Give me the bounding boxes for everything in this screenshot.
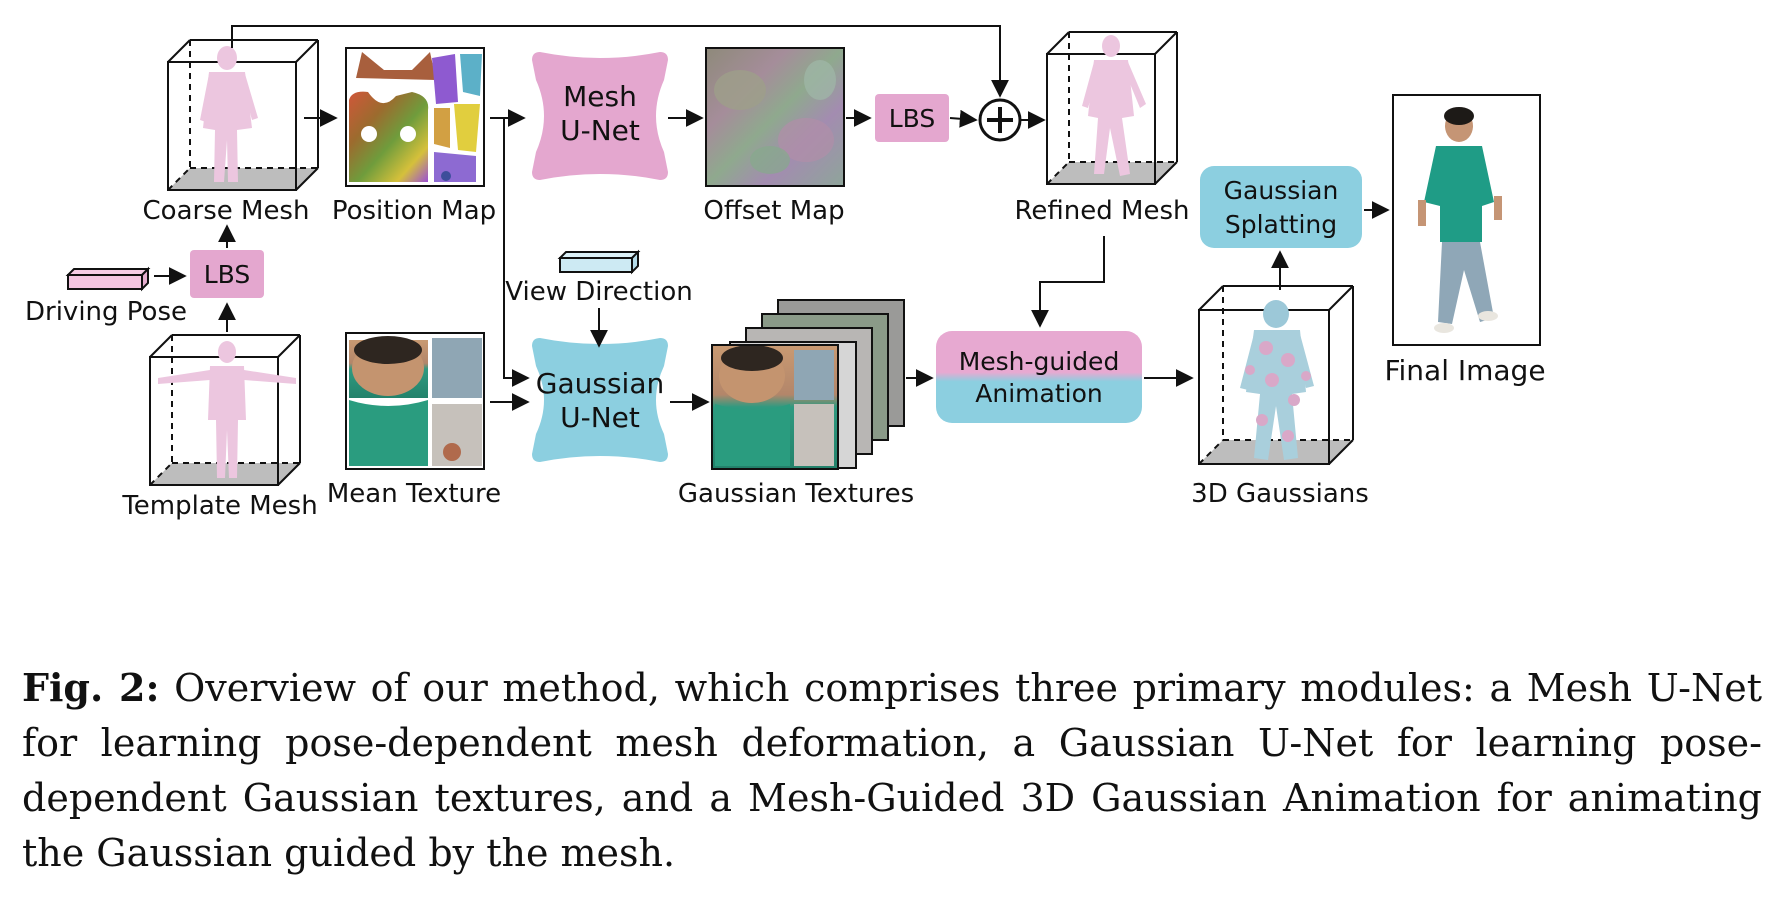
lbs-box-left-label: LBS [204, 260, 251, 289]
offset-map-label: Offset Map [703, 196, 844, 226]
refined-mesh-label: Refined Mesh [1015, 196, 1190, 226]
mesh-unet-label-1: Mesh [563, 80, 637, 113]
position-map-image [345, 47, 485, 187]
coarse-human-mesh [200, 46, 258, 182]
arrows [154, 25, 1390, 411]
animation-label-2: Animation [975, 379, 1102, 408]
template-mesh-cube [149, 334, 301, 486]
coarse-mesh-label: Coarse Mesh [143, 196, 310, 226]
splatting-label-2: Splatting [1225, 210, 1337, 239]
arrow-refined-to-animation [1031, 236, 1105, 328]
lbs-box-left [190, 250, 264, 298]
gaussians-3d-label: 3D Gaussians [1191, 479, 1369, 509]
add-operator [978, 98, 1022, 142]
gaussian-unet-label-2: U-Net [560, 401, 640, 434]
refined-human-mesh [1082, 35, 1146, 176]
mesh-guided-animation-box [936, 331, 1142, 423]
caption-prefix: Fig. 2: [22, 665, 160, 710]
pipeline-diagram: Coarse Mesh Template Mesh Driving Pose L… [25, 25, 1546, 521]
gaussian-textures-label: Gaussian Textures [678, 479, 914, 509]
arrow-position-to-gaussian-unet [503, 118, 530, 387]
gaussians-3d-cube [1198, 285, 1354, 465]
coarse-mesh-cube [167, 39, 319, 191]
figure-caption: Fig. 2: Overview of our method, which co… [22, 660, 1762, 881]
mean-texture-image [345, 332, 485, 470]
gaussian-splatting-box [1200, 166, 1362, 248]
gaussian-unet-block [532, 338, 668, 462]
final-image-label: Final Image [1384, 354, 1545, 387]
mesh-unet-label-2: U-Net [560, 114, 640, 147]
offset-map-image [705, 47, 845, 187]
final-image [1392, 94, 1541, 346]
lbs-box-top [875, 94, 949, 142]
caption-text: Overview of our method, which comprises … [22, 666, 1762, 875]
gaussian-unet-label-1: Gaussian [536, 367, 664, 400]
view-direction-slab [557, 249, 641, 275]
arrow-lbs-to-plus [949, 109, 978, 128]
driving-pose-label: Driving Pose [25, 297, 187, 327]
view-direction-label: View Direction [505, 277, 692, 307]
animation-label-1: Mesh-guided [959, 347, 1120, 376]
position-map-label: Position Map [332, 196, 496, 226]
gaussian-textures-stack [711, 299, 905, 470]
arrow-coarse-skip-to-plus [231, 25, 1009, 98]
driving-pose-slab [65, 266, 151, 292]
refined-mesh-cube [1046, 31, 1178, 185]
gaussian-human-blobs [1240, 300, 1314, 460]
template-mesh-label: Template Mesh [121, 491, 317, 521]
mean-texture-label: Mean Texture [327, 479, 501, 509]
lbs-box-top-label: LBS [889, 104, 936, 133]
splatting-label-1: Gaussian [1224, 176, 1339, 205]
mesh-unet-block [532, 52, 668, 180]
template-human-mesh [158, 341, 296, 478]
